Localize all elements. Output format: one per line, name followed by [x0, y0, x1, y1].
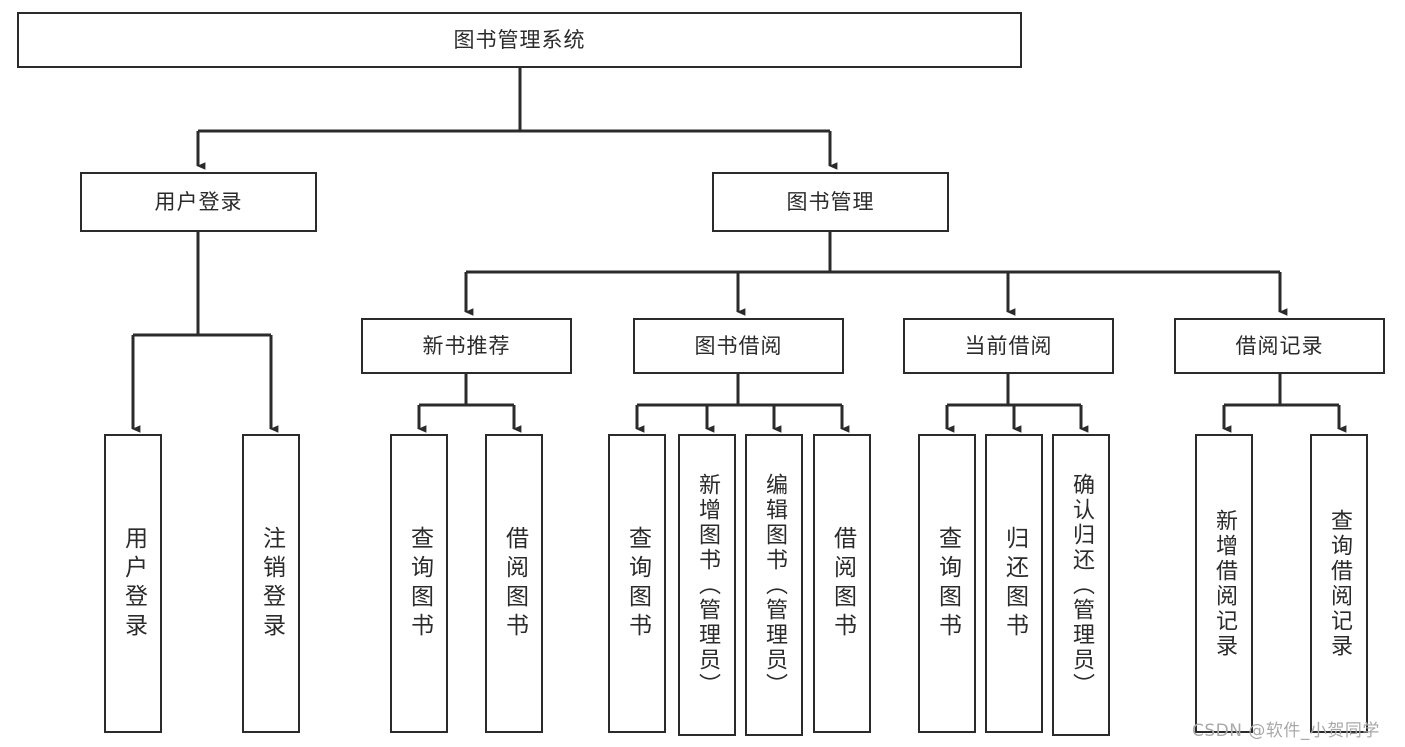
node-leaf-confirm-return[interactable]: 确认归还（管理员）	[1052, 434, 1110, 736]
node-leaf-query-book-3[interactable]: 查询图书	[918, 434, 976, 733]
node-current-borrow[interactable]: 当前借阅	[903, 318, 1114, 374]
node-leaf-edit-book-label: 编辑图书（管理员）	[762, 472, 787, 698]
node-book-borrow-label: 图书借阅	[694, 333, 783, 358]
node-leaf-user-login-label: 用户登录	[120, 525, 147, 642]
node-leaf-add-record[interactable]: 新增借阅记录	[1195, 434, 1253, 733]
node-leaf-query-book-3-label: 查询图书	[934, 525, 961, 642]
node-leaf-add-record-label: 新增借阅记录	[1212, 508, 1237, 659]
node-root[interactable]: 图书管理系统	[17, 12, 1022, 68]
node-user-login-label: 用户登录	[154, 189, 243, 214]
node-leaf-user-login[interactable]: 用户登录	[104, 434, 162, 733]
node-leaf-add-book[interactable]: 新增图书（管理员）	[678, 434, 736, 736]
node-root-label: 图书管理系统	[453, 27, 586, 52]
node-leaf-query-book-1[interactable]: 查询图书	[390, 434, 448, 733]
node-leaf-borrow-book-2-label: 借阅图书	[829, 525, 856, 642]
node-leaf-borrow-book-1[interactable]: 借阅图书	[485, 434, 543, 733]
node-leaf-borrow-book-1-label: 借阅图书	[501, 525, 528, 642]
node-leaf-query-record[interactable]: 查询借阅记录	[1310, 434, 1368, 733]
node-leaf-add-book-label: 新增图书（管理员）	[695, 472, 720, 698]
node-leaf-borrow-book-2[interactable]: 借阅图书	[813, 434, 871, 733]
node-book-manage[interactable]: 图书管理	[712, 172, 949, 232]
node-leaf-query-record-label: 查询借阅记录	[1327, 508, 1352, 659]
node-leaf-edit-book[interactable]: 编辑图书（管理员）	[745, 434, 803, 736]
node-leaf-query-book-2[interactable]: 查询图书	[608, 434, 666, 733]
node-book-borrow[interactable]: 图书借阅	[633, 318, 844, 374]
node-leaf-query-book-2-label: 查询图书	[624, 525, 651, 642]
node-new-book-rec-label: 新书推荐	[422, 333, 511, 358]
node-leaf-logout-label: 注销登录	[258, 525, 285, 642]
node-leaf-return-book[interactable]: 归还图书	[985, 434, 1043, 733]
node-new-book-rec[interactable]: 新书推荐	[361, 318, 572, 374]
node-leaf-logout[interactable]: 注销登录	[242, 434, 300, 733]
node-borrow-record-label: 借阅记录	[1235, 333, 1324, 358]
node-current-borrow-label: 当前借阅	[964, 333, 1053, 358]
node-borrow-record[interactable]: 借阅记录	[1174, 318, 1385, 374]
node-leaf-return-book-label: 归还图书	[1001, 525, 1028, 642]
node-user-login[interactable]: 用户登录	[80, 172, 317, 232]
node-book-manage-label: 图书管理	[786, 189, 875, 214]
node-leaf-confirm-return-label: 确认归还（管理员）	[1069, 472, 1094, 698]
node-leaf-query-book-1-label: 查询图书	[406, 525, 433, 642]
